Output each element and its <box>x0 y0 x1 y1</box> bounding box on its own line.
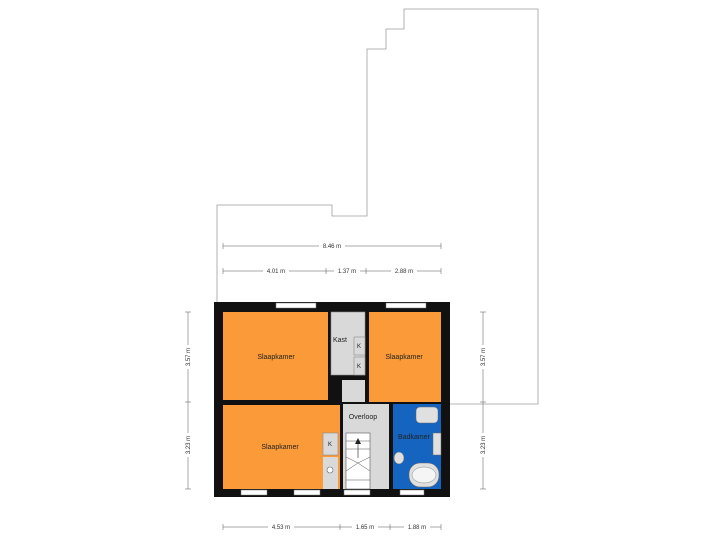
dim-bottom-segment-1: 4.53 m <box>272 525 290 531</box>
room-label-bedroom-top-left: Slaapkamer <box>257 354 295 361</box>
toilet-icon <box>393 451 405 465</box>
room-label-bathroom: Badkamer <box>398 434 431 441</box>
cupboard-k1-area <box>353 336 366 356</box>
cupboard-label-k1: K <box>357 344 361 350</box>
stair-arrow-icon <box>355 438 361 444</box>
bathtub-icon <box>411 466 437 484</box>
dim-right-upper: 3.57 m <box>481 348 487 366</box>
roof-outline <box>216 8 539 405</box>
bedroom-top-left-area <box>223 312 328 400</box>
bedroom-bottom-left-area <box>223 405 340 489</box>
cupboard-label-k3: K <box>328 442 332 448</box>
bedroom-fixture <box>326 466 334 474</box>
bedroom-top-right-area <box>369 312 441 402</box>
dim-top-total: 8.46 m <box>323 244 341 250</box>
dim-bottom-segment-2: 1.65 m <box>356 525 374 531</box>
bathroom-fixtures <box>393 406 442 488</box>
dim-right-lower: 3.23 m <box>481 436 487 454</box>
dim-top-segment-3: 2.88 m <box>395 269 413 275</box>
windows <box>240 302 427 496</box>
dim-top-segment-1: 4.01 m <box>267 269 285 275</box>
room-label-bedroom-top-right: Slaapkamer <box>385 354 423 361</box>
staircase <box>345 432 371 490</box>
dim-left-lower: 3.23 m <box>186 436 192 454</box>
hall-small-area <box>342 380 365 402</box>
cupboard-label-k2: K <box>357 364 361 370</box>
room-label-landing: Overloop <box>349 414 378 421</box>
dim-bottom-segment-3: 1.88 m <box>408 525 426 531</box>
dim-left-upper: 3.57 m <box>186 348 192 366</box>
room-label-closet: Kast <box>333 337 347 344</box>
room-label-bedroom-bottom-left: Slaapkamer <box>261 444 299 451</box>
cupboard-k3-area <box>322 432 339 456</box>
dim-top-segment-2: 1.37 m <box>338 269 356 275</box>
cupboard-k2-area <box>353 356 366 376</box>
